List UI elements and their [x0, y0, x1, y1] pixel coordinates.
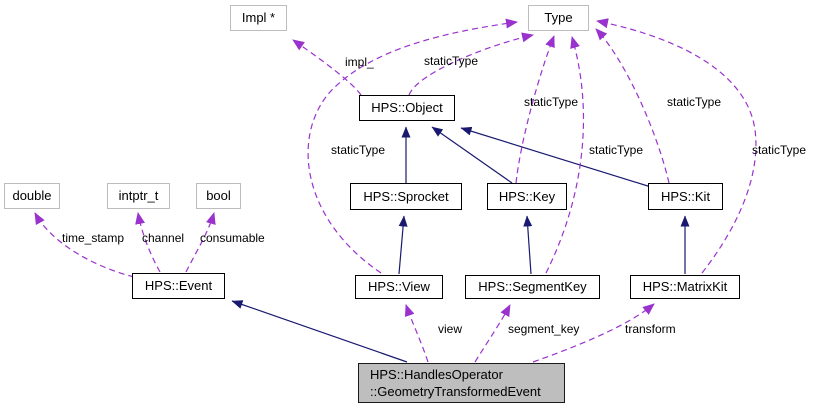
node-impl: Impl * — [230, 5, 287, 31]
edge-label-time-stamp: time_stamp — [62, 231, 125, 245]
edge-inheritance-kit-object — [460, 126, 652, 188]
edge-usage-event-intptr — [135, 212, 161, 273]
edge-usage-segmentkey-type — [545, 36, 585, 274]
edge-label-statictype-key: staticType — [524, 95, 579, 109]
edge-usage-matrixkit-type — [596, 18, 757, 274]
node-hps-kit-label: HPS::Kit — [660, 188, 711, 204]
node-bool-label: bool — [206, 188, 231, 203]
edge-label-statictype-kit: staticType — [667, 95, 722, 109]
edge-label-impl: impl_ — [345, 55, 374, 69]
edge-label-statictype-view: staticType — [331, 143, 386, 157]
edge-label-statictype-matrixkit: staticType — [752, 143, 807, 157]
edge-usage-kit-type — [595, 28, 670, 184]
node-intptr-t: intptr_t — [107, 183, 170, 209]
node-hps-sprocket-label: HPS::Sprocket — [363, 188, 449, 204]
edge-usage-main-view — [404, 304, 429, 363]
node-intptr-t-label: intptr_t — [118, 188, 159, 203]
edge-inheritance-key-object — [431, 126, 513, 184]
node-hps-matrixkit[interactable]: HPS::MatrixKit — [630, 275, 740, 299]
edge-usage-main-matrixkit — [532, 303, 655, 363]
edge-usage-event-bool — [185, 212, 216, 273]
node-main-geometry-transformed-event: HPS::HandlesOperator ::GeometryTransform… — [358, 363, 565, 403]
node-hps-event[interactable]: HPS::Event — [132, 273, 225, 299]
node-impl-label: Impl * — [241, 10, 276, 25]
node-type: Type — [528, 5, 589, 31]
node-hps-sprocket[interactable]: HPS::Sprocket — [350, 183, 462, 210]
edge-label-transform: transform — [625, 322, 676, 336]
edge-inheritance-segmentkey-key — [523, 215, 533, 275]
node-double-label: double — [12, 188, 52, 203]
node-hps-event-label: HPS::Event — [144, 278, 213, 293]
node-hps-matrixkit-label: HPS::MatrixKit — [642, 279, 728, 294]
edge-usage-object-impl — [292, 39, 362, 96]
edge-label-statictype-segmentkey: staticType — [589, 143, 644, 157]
edge-usage-main-segmentkey — [474, 304, 511, 363]
node-main-label-line2: ::GeometryTransformedEvent — [370, 384, 541, 399]
node-type-label: Type — [544, 10, 573, 25]
edge-inheritance-view-sprocket — [398, 215, 408, 275]
node-hps-object-label: HPS::Object — [371, 100, 443, 115]
node-hps-segmentkey[interactable]: HPS::SegmentKey — [465, 275, 600, 299]
edge-usage-object-type — [408, 32, 534, 96]
node-bool: bool — [196, 183, 241, 209]
node-hps-kit[interactable]: HPS::Kit — [648, 183, 723, 210]
edge-label-view: view — [438, 322, 463, 336]
node-hps-object[interactable]: HPS::Object — [359, 95, 455, 121]
edge-label-consumable: consumable — [200, 231, 265, 245]
node-hps-view[interactable]: HPS::View — [355, 275, 443, 299]
edge-label-statictype-object: staticType — [424, 54, 479, 68]
edge-usage-event-double — [34, 212, 135, 278]
node-hps-key-label: HPS::Key — [498, 188, 556, 204]
edge-label-channel: channel — [142, 231, 185, 245]
node-hps-view-label: HPS::View — [368, 279, 430, 294]
edge-usage-view-type — [307, 18, 518, 274]
edge-label-segment-key: segment_key — [508, 322, 580, 336]
edge-inheritance-main-event — [231, 300, 408, 363]
node-hps-segmentkey-label: HPS::SegmentKey — [478, 279, 587, 294]
edge-usage-key-type — [515, 35, 555, 184]
node-double: double — [4, 183, 60, 209]
node-hps-key[interactable]: HPS::Key — [487, 183, 567, 210]
node-main-label-line1: HPS::HandlesOperator — [370, 367, 503, 382]
